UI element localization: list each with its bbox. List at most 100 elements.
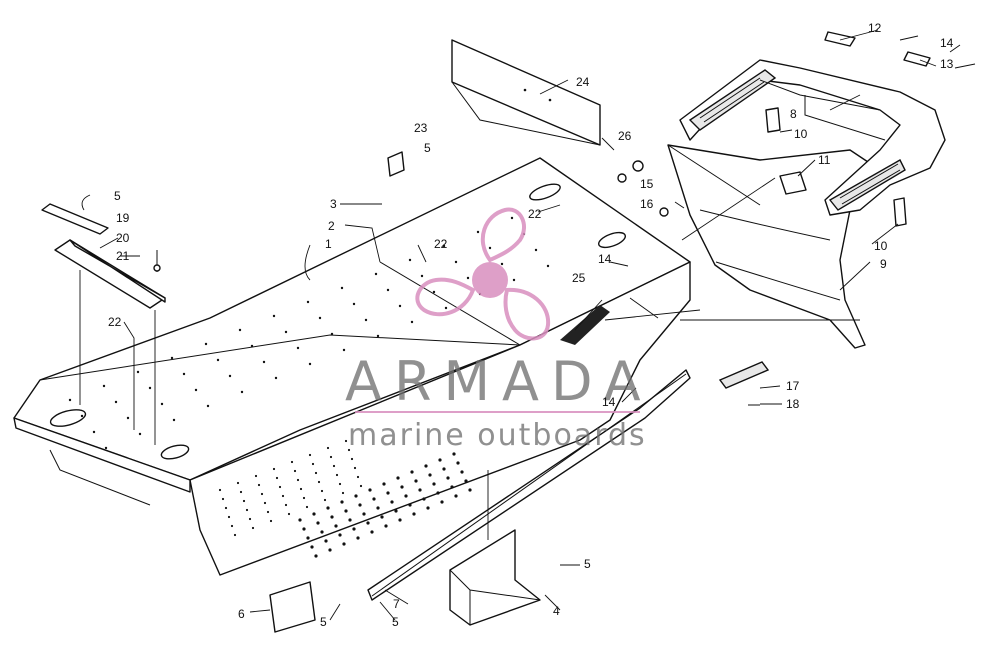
rivet-hole bbox=[206, 404, 210, 408]
propeller-logo-icon bbox=[415, 207, 551, 341]
callout-2: 2 bbox=[328, 219, 335, 233]
rivet-hole bbox=[420, 274, 424, 278]
rivet-hole bbox=[386, 288, 390, 292]
rivet-hole bbox=[330, 332, 334, 336]
rivet-hole bbox=[364, 318, 368, 322]
rivet-hole bbox=[335, 473, 339, 477]
rivet-hole bbox=[366, 521, 370, 525]
rivet-hole bbox=[512, 278, 516, 282]
rivet-hole bbox=[422, 497, 426, 501]
rivet-hole bbox=[500, 262, 504, 266]
rivet-hole bbox=[316, 521, 320, 525]
rivet-hole bbox=[102, 384, 106, 388]
rivet-hole bbox=[386, 491, 390, 495]
rivet-hole bbox=[275, 476, 279, 480]
rivet-hole bbox=[306, 536, 310, 540]
rivet-hole bbox=[432, 290, 436, 294]
rivet-hole bbox=[281, 494, 285, 498]
callout-6: 6 bbox=[238, 607, 245, 621]
rivet-hole bbox=[428, 473, 432, 477]
rivet-hole bbox=[432, 482, 436, 486]
callout-18: 18 bbox=[786, 397, 800, 411]
rivet-hole bbox=[359, 484, 363, 488]
rivet-hole bbox=[230, 524, 234, 528]
tunnel-rivet-holes bbox=[68, 216, 550, 558]
callout-22-b: 22 bbox=[434, 237, 448, 251]
rivet-hole bbox=[320, 530, 324, 534]
rivet-hole bbox=[314, 554, 318, 558]
callout-7: 7 bbox=[393, 597, 400, 611]
callout-labels: 1 2 3 4 5 5 5 5 5 6 7 8 9 10 10 11 12 13… bbox=[108, 21, 954, 629]
callout-4: 4 bbox=[553, 604, 560, 618]
rivet-hole bbox=[80, 414, 84, 418]
rivet-hole bbox=[296, 346, 300, 350]
rivet-hole bbox=[396, 476, 400, 480]
rivet-hole bbox=[362, 512, 366, 516]
callout-19: 19 bbox=[116, 211, 130, 225]
rivet-hole bbox=[328, 548, 332, 552]
callout-26: 26 bbox=[618, 129, 632, 143]
rivet-hole bbox=[408, 503, 412, 507]
rivet-hole bbox=[358, 503, 362, 507]
callout-5-e: 5 bbox=[392, 615, 399, 629]
rivet-hole bbox=[353, 466, 357, 470]
rivet-hole bbox=[350, 457, 354, 461]
rivet-hole bbox=[454, 260, 458, 264]
rivet-hole bbox=[269, 519, 273, 523]
rivet-hole bbox=[344, 509, 348, 513]
rivet-hole bbox=[312, 512, 316, 516]
rivet-hole bbox=[372, 497, 376, 501]
rivet-hole bbox=[254, 474, 258, 478]
rivet-hole bbox=[374, 272, 378, 276]
bracket-part-10-b bbox=[893, 197, 907, 227]
rivet-hole bbox=[263, 501, 267, 505]
rivet-hole bbox=[68, 398, 72, 402]
rivet-hole bbox=[248, 517, 252, 521]
rivet-hole bbox=[404, 494, 408, 498]
callout-8: 8 bbox=[790, 107, 797, 121]
rivet-hole bbox=[510, 216, 514, 220]
callout-17: 17 bbox=[786, 379, 800, 393]
rivet-hole bbox=[251, 526, 255, 530]
rivet-hole bbox=[278, 485, 282, 489]
callout-12: 12 bbox=[868, 21, 882, 35]
rivet-hole bbox=[356, 536, 360, 540]
rivet-hole bbox=[293, 469, 297, 473]
callout-5-d: 5 bbox=[320, 615, 327, 629]
bolt-part-20 bbox=[153, 250, 161, 272]
rivet-hole bbox=[476, 230, 480, 234]
rivet-hole bbox=[464, 479, 468, 483]
callout-21: 21 bbox=[116, 249, 130, 263]
rack-vent-slots-right bbox=[839, 163, 901, 205]
rivet-hole bbox=[460, 470, 464, 474]
rivet-hole bbox=[323, 498, 327, 502]
rear-rack-part-8 bbox=[679, 59, 946, 216]
rivet-hole bbox=[272, 314, 276, 318]
rivet-hole bbox=[376, 334, 380, 338]
rivet-hole bbox=[299, 487, 303, 491]
rivet-hole bbox=[410, 470, 414, 474]
rivet-hole bbox=[438, 458, 442, 462]
rivet-hole bbox=[412, 512, 416, 516]
rivet-hole bbox=[296, 478, 300, 482]
bracket-part-10-a bbox=[765, 107, 781, 133]
callout-15: 15 bbox=[640, 177, 654, 191]
rivet-hole bbox=[182, 372, 186, 376]
plate-part-19 bbox=[41, 203, 109, 235]
rivet-hole bbox=[410, 320, 414, 324]
rivet-hole bbox=[444, 306, 448, 310]
rivet-hole bbox=[446, 476, 450, 480]
callout-13: 13 bbox=[940, 57, 954, 71]
rivet-hole bbox=[314, 471, 318, 475]
rivet-hole bbox=[308, 362, 312, 366]
rivet-hole bbox=[305, 505, 309, 509]
callout-23: 23 bbox=[414, 121, 428, 135]
rivet-hole bbox=[348, 518, 352, 522]
bracket-part-17 bbox=[718, 361, 770, 389]
washer-parts-15-16-26 bbox=[617, 160, 669, 217]
rivet-hole bbox=[262, 360, 266, 364]
rivet-hole bbox=[418, 488, 422, 492]
rivet-hole bbox=[329, 455, 333, 459]
rivet-hole bbox=[398, 304, 402, 308]
